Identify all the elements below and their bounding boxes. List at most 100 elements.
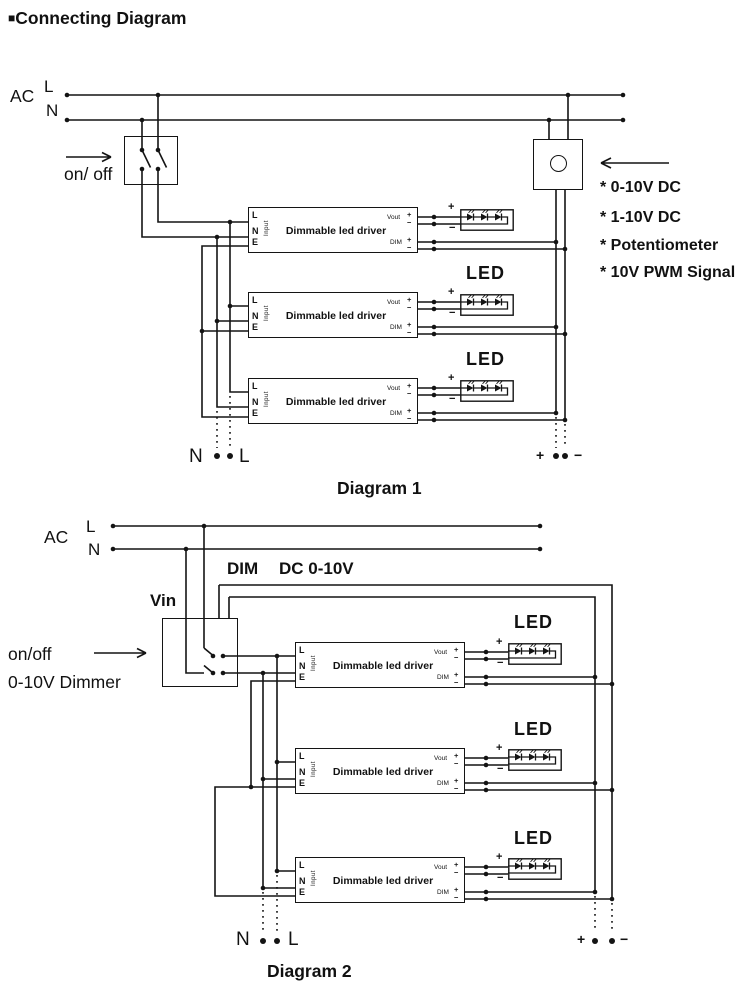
dim-source-item: * 1-10V DC [600,209,681,226]
driver-terminal-e: E [252,321,259,332]
driver-vout-label: Vout [434,863,448,871]
driver-name: Dimmable led driver [332,659,434,672]
power-switch-box [124,136,178,185]
driver-terminal-l: L [299,860,305,870]
driver-dim-label: DIM [437,779,449,787]
driver-dim-plus: + [454,776,459,785]
driver-vout-minus: − [454,868,459,877]
driver-vout-label: Vout [387,384,401,392]
driver-vout-label: Vout [434,754,448,762]
led-plus-label: + [496,851,503,863]
led-label: LED [514,612,553,632]
d2-line-n-label: N [88,540,101,559]
driver-dim-minus: − [454,893,459,902]
driver-input-label: Input [311,870,317,886]
d1-line-n-label: N [46,101,59,120]
led-strip [508,858,562,880]
led-driver-box: L N E Input Dimmable led driver Vout DIM… [248,207,418,253]
d2-terminal-minus: − [620,931,629,947]
driver-vout-plus: + [454,751,459,760]
d2-ac-label: AC [44,527,69,547]
driver-vout-label: Vout [387,213,401,221]
d1-caption: Diagram 1 [337,478,422,498]
d2-on-off-label: on/off [8,644,52,664]
led-minus-label: − [449,307,456,319]
driver-dim-minus: − [407,243,412,252]
bullet-icon: ■ [8,11,16,25]
driver-vout-minus: − [407,218,412,227]
driver-dim-minus: − [454,784,459,793]
led-driver-box: L N E Input Dimmable led driver Vout DIM… [248,292,418,338]
driver-dim-label: DIM [437,888,449,896]
led-plus-label: + [448,372,455,384]
driver-terminal-n: N [252,225,259,236]
led-minus-label: − [497,657,504,669]
led-strip [460,380,514,402]
led-label: LED [514,719,553,739]
driver-terminal-e: E [299,886,306,897]
driver-input-label: Input [311,655,317,671]
driver-name: Dimmable led driver [285,395,387,408]
dim-source-item: * 0-10V DC [600,179,681,196]
led-plus-label: + [496,636,503,648]
driver-vout-minus: − [454,759,459,768]
driver-vout-label: Vout [387,298,401,306]
dim-source-item: * Potentiometer [600,237,719,254]
d2-dimmer-label: 0-10V Dimmer [8,672,121,692]
driver-dim-minus: − [407,328,412,337]
driver-terminal-n: N [299,660,306,671]
driver-name: Dimmable led driver [332,874,434,887]
led-strip [508,749,562,771]
driver-terminal-n: N [252,310,259,321]
driver-dim-label: DIM [390,409,402,417]
driver-dim-label: DIM [437,673,449,681]
d2-dim-label: DIM [227,559,259,578]
led-label: LED [466,349,505,369]
driver-terminal-e: E [299,777,306,788]
driver-dim-plus: + [407,235,412,244]
driver-input-label: Input [264,391,270,407]
d1-ac-label: AC [10,86,35,106]
driver-vout-minus: − [407,389,412,398]
driver-input-label: Input [311,761,317,777]
driver-vout-minus: − [407,303,412,312]
driver-name: Dimmable led driver [285,224,387,237]
driver-vout-plus: + [407,381,412,390]
driver-dim-plus: + [407,320,412,329]
driver-terminal-e: E [252,236,259,247]
driver-terminal-l: L [252,295,258,305]
led-strip [460,209,514,231]
d1-line-l-label: L [44,77,54,96]
driver-input-label: Input [264,220,270,236]
d2-vin-label: Vin [150,591,177,610]
led-plus-label: + [448,201,455,213]
led-label: LED [466,263,505,283]
d1-on-off-label: on/ off [64,164,113,184]
led-label: LED [514,828,553,848]
driver-dim-plus: + [454,670,459,679]
driver-vout-plus: + [454,860,459,869]
driver-terminal-e: E [252,407,259,418]
page-title: ■Connecting Diagram [8,8,187,28]
page-title-text: Connecting Diagram [15,8,187,28]
led-strip [460,294,514,316]
dimmer-box-diagram1 [533,139,583,190]
driver-name: Dimmable led driver [285,309,387,322]
driver-vout-label: Vout [434,648,448,656]
led-plus-label: + [448,286,455,298]
driver-terminal-l: L [252,381,258,391]
driver-terminal-n: N [252,396,259,407]
d2-terminal-l: L [288,929,299,950]
d2-terminal-n: N [236,929,250,950]
led-minus-label: − [449,222,456,234]
led-minus-label: − [497,872,504,884]
d2-dc-label: DC 0-10V [279,559,354,578]
d1-terminal-n: N [189,446,203,467]
led-driver-box: L N E Input Dimmable led driver Vout DIM… [295,642,465,688]
d2-line-l-label: L [86,517,96,536]
driver-terminal-l: L [299,645,305,655]
led-minus-label: − [449,393,456,405]
d2-caption: Diagram 2 [267,961,352,981]
